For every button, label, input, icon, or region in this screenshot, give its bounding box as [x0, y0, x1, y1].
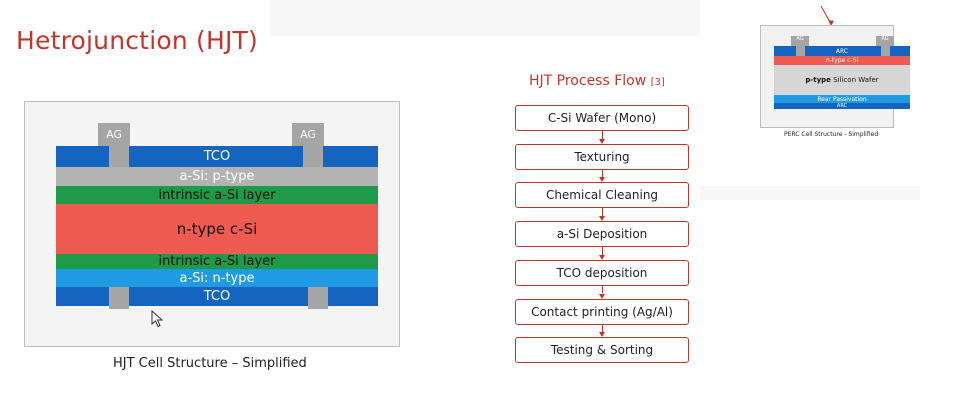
perc-layer-wafer: p-type Silicon Wafer [774, 65, 910, 95]
perc-layer-rear-passivation: Rear Passivation [774, 95, 910, 103]
flow-connector [602, 247, 603, 255]
flow-connector [602, 324, 603, 333]
perc-finger-left [796, 46, 805, 56]
process-step: Testing & Sorting [515, 337, 689, 364]
process-flow-title-text: HJT Process Flow [529, 73, 647, 89]
perc-layer-n-type: n-type c-Si [774, 56, 910, 65]
top-contact-left-finger [109, 146, 129, 167]
process-step: TCO deposition [515, 259, 689, 286]
perc-caption: PERC Cell Structure - Simplified [784, 131, 879, 138]
layer-a-si-p: a-Si: p-type [56, 167, 378, 186]
arrow-down-icon [599, 138, 605, 144]
perc-layer-arc-top: ARC [774, 46, 910, 56]
pointer-arrow-icon [820, 5, 834, 26]
background-panel [270, 0, 700, 36]
process-step-label: C-Si Wafer (Mono) [547, 111, 657, 125]
layer-intrinsic-top: intrinsic a-Si layer [56, 186, 378, 204]
layer-tco-top: TCO [56, 146, 378, 167]
page-title: Hetrojunction (HJT) [16, 26, 258, 55]
perc-contact-left: AG [791, 36, 809, 48]
process-step-label: Texturing [574, 149, 630, 164]
layer-tco-bottom: TCO [56, 287, 378, 306]
process-flow-reference: [3] [650, 77, 665, 88]
perc-layer-arc-bottom: ARC [774, 103, 910, 109]
process-step-label: Testing & Sorting [550, 343, 654, 358]
background-panel [700, 186, 920, 200]
arrow-down-icon [599, 293, 605, 299]
arrow-down-icon [599, 332, 605, 338]
arrow-down-icon [599, 216, 605, 222]
process-step-label: TCO deposition [556, 265, 648, 280]
process-flow-title: HJT Process Flow [3] [529, 73, 665, 89]
process-step-label: Chemical Cleaning [545, 188, 659, 203]
process-step: Contact printing (Ag/Al) [515, 298, 689, 325]
arrow-down-icon [599, 177, 605, 183]
process-step: C-Si Wafer (Mono) [515, 105, 689, 131]
arrow-down-icon [599, 254, 605, 260]
top-contact-right-finger [303, 146, 323, 167]
layer-intrinsic-bottom: intrinsic a-Si layer [56, 254, 378, 269]
flow-connector [602, 131, 603, 139]
flow-connector [602, 208, 603, 217]
process-step: Texturing [515, 143, 689, 170]
flow-connector [602, 285, 603, 294]
hjt-caption: HJT Cell Structure – Simplified [113, 356, 307, 371]
perc-wafer-type: p-type [805, 76, 831, 84]
layer-a-si-n: a-Si: n-type [56, 269, 378, 287]
flow-connector [602, 169, 603, 178]
process-step: Chemical Cleaning [515, 182, 689, 209]
layer-n-type-c-si: n-type c-Si [56, 204, 378, 254]
perc-wafer-label: Silicon Wafer [830, 76, 879, 84]
bottom-contact-right [308, 287, 328, 309]
cursor-icon [151, 310, 164, 328]
perc-finger-right [881, 46, 890, 56]
process-step-label: a-Si Deposition [556, 227, 648, 242]
process-step: a-Si Deposition [515, 221, 689, 248]
perc-contact-right: AG [876, 36, 894, 48]
bottom-contact-left [109, 287, 129, 309]
process-step-label: Contact printing (Ag/Al) [531, 304, 673, 319]
